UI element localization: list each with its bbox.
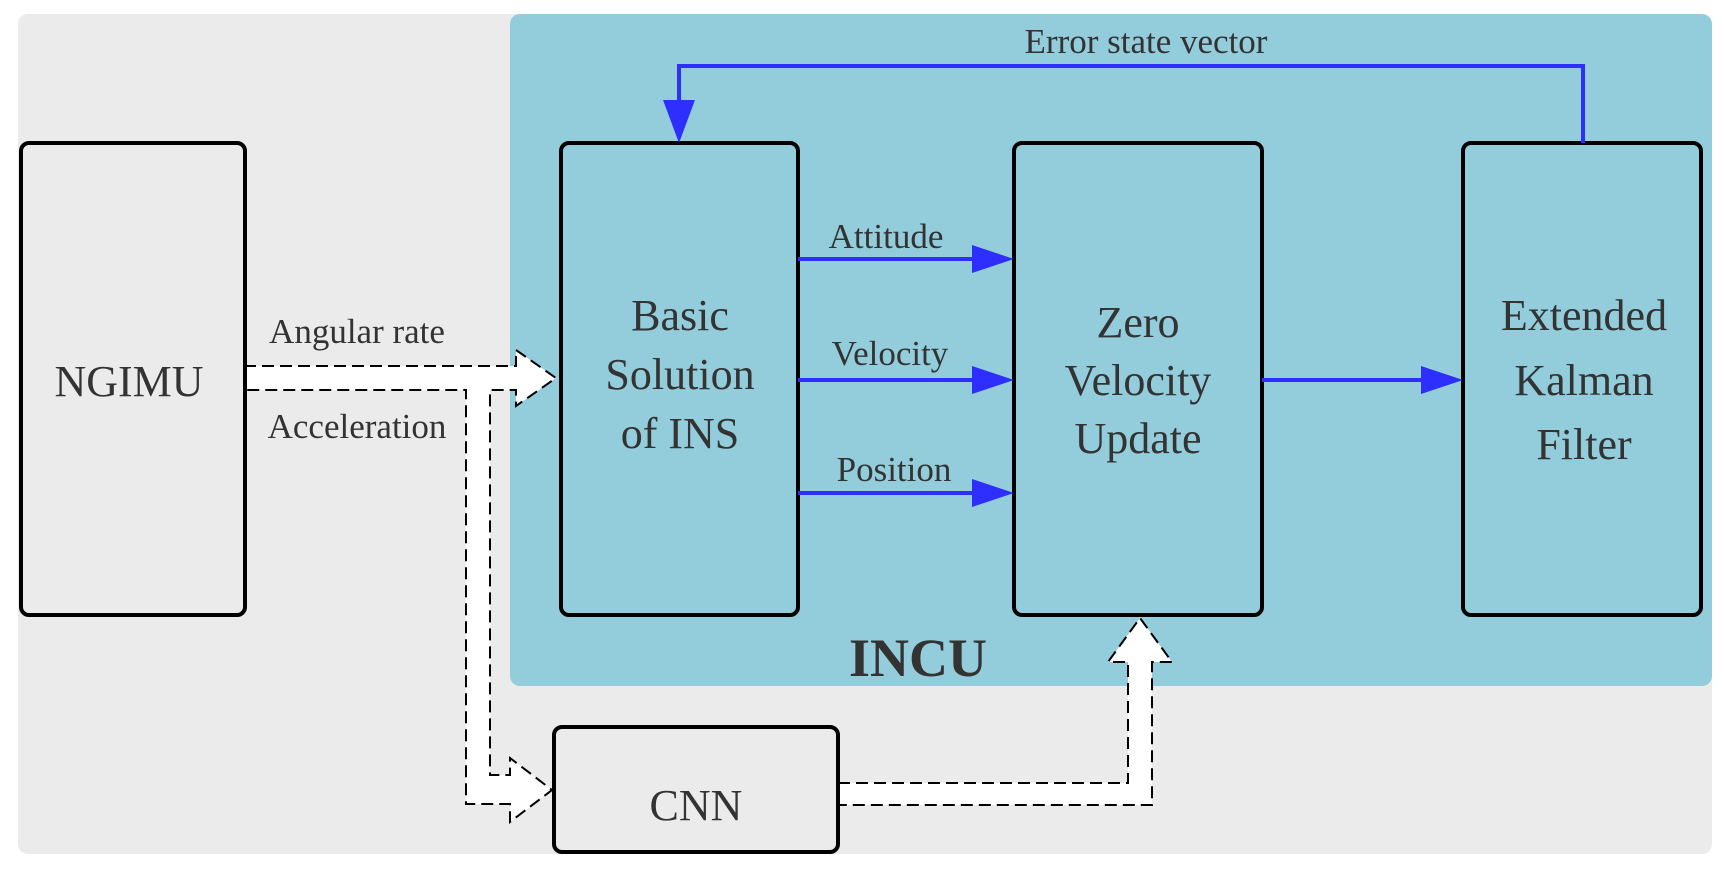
attitude-label: Attitude [829,217,944,256]
basic-solution-label-line-2: Solution [605,350,754,399]
basic-solution-label-line-1: Basic [631,291,729,340]
cnn-label: CNN [650,781,743,830]
zero-velocity-label-line-3: Update [1074,414,1201,463]
zero-velocity-update-block: Zero Velocity Update [1012,141,1264,617]
velocity-arrow [798,366,1014,394]
ekf-label-line-3: Filter [1536,420,1632,469]
sensor-data-arrow [243,348,558,825]
zero-velocity-label-line-1: Zero [1096,298,1179,347]
cnn-block: CNN [552,725,840,854]
cnn-output-arrow [837,616,1174,806]
extended-kalman-filter-block: Extended Kalman Filter [1461,141,1703,617]
ngimu-label: NGIMU [54,357,203,406]
velocity-label: Velocity [832,334,949,373]
position-arrow [798,479,1014,507]
incu-label: INCU [849,628,987,688]
attitude-arrow [798,245,1014,273]
zupt-to-ekf-arrow [1262,366,1463,394]
basic-solution-block: Basic Solution of INS [559,141,800,617]
position-label: Position [837,450,952,489]
angular-rate-label: Angular rate [269,312,445,351]
zero-velocity-label-line-2: Velocity [1065,356,1212,405]
ekf-label-line-1: Extended [1501,291,1667,340]
basic-solution-label-line-3: of INS [621,409,740,458]
error-state-feedback-arrow [663,64,1585,143]
ekf-label-line-2: Kalman [1514,356,1653,405]
ngimu-block: NGIMU [19,141,247,617]
error-state-vector-label: Error state vector [1025,22,1268,61]
acceleration-label: Acceleration [268,407,447,446]
